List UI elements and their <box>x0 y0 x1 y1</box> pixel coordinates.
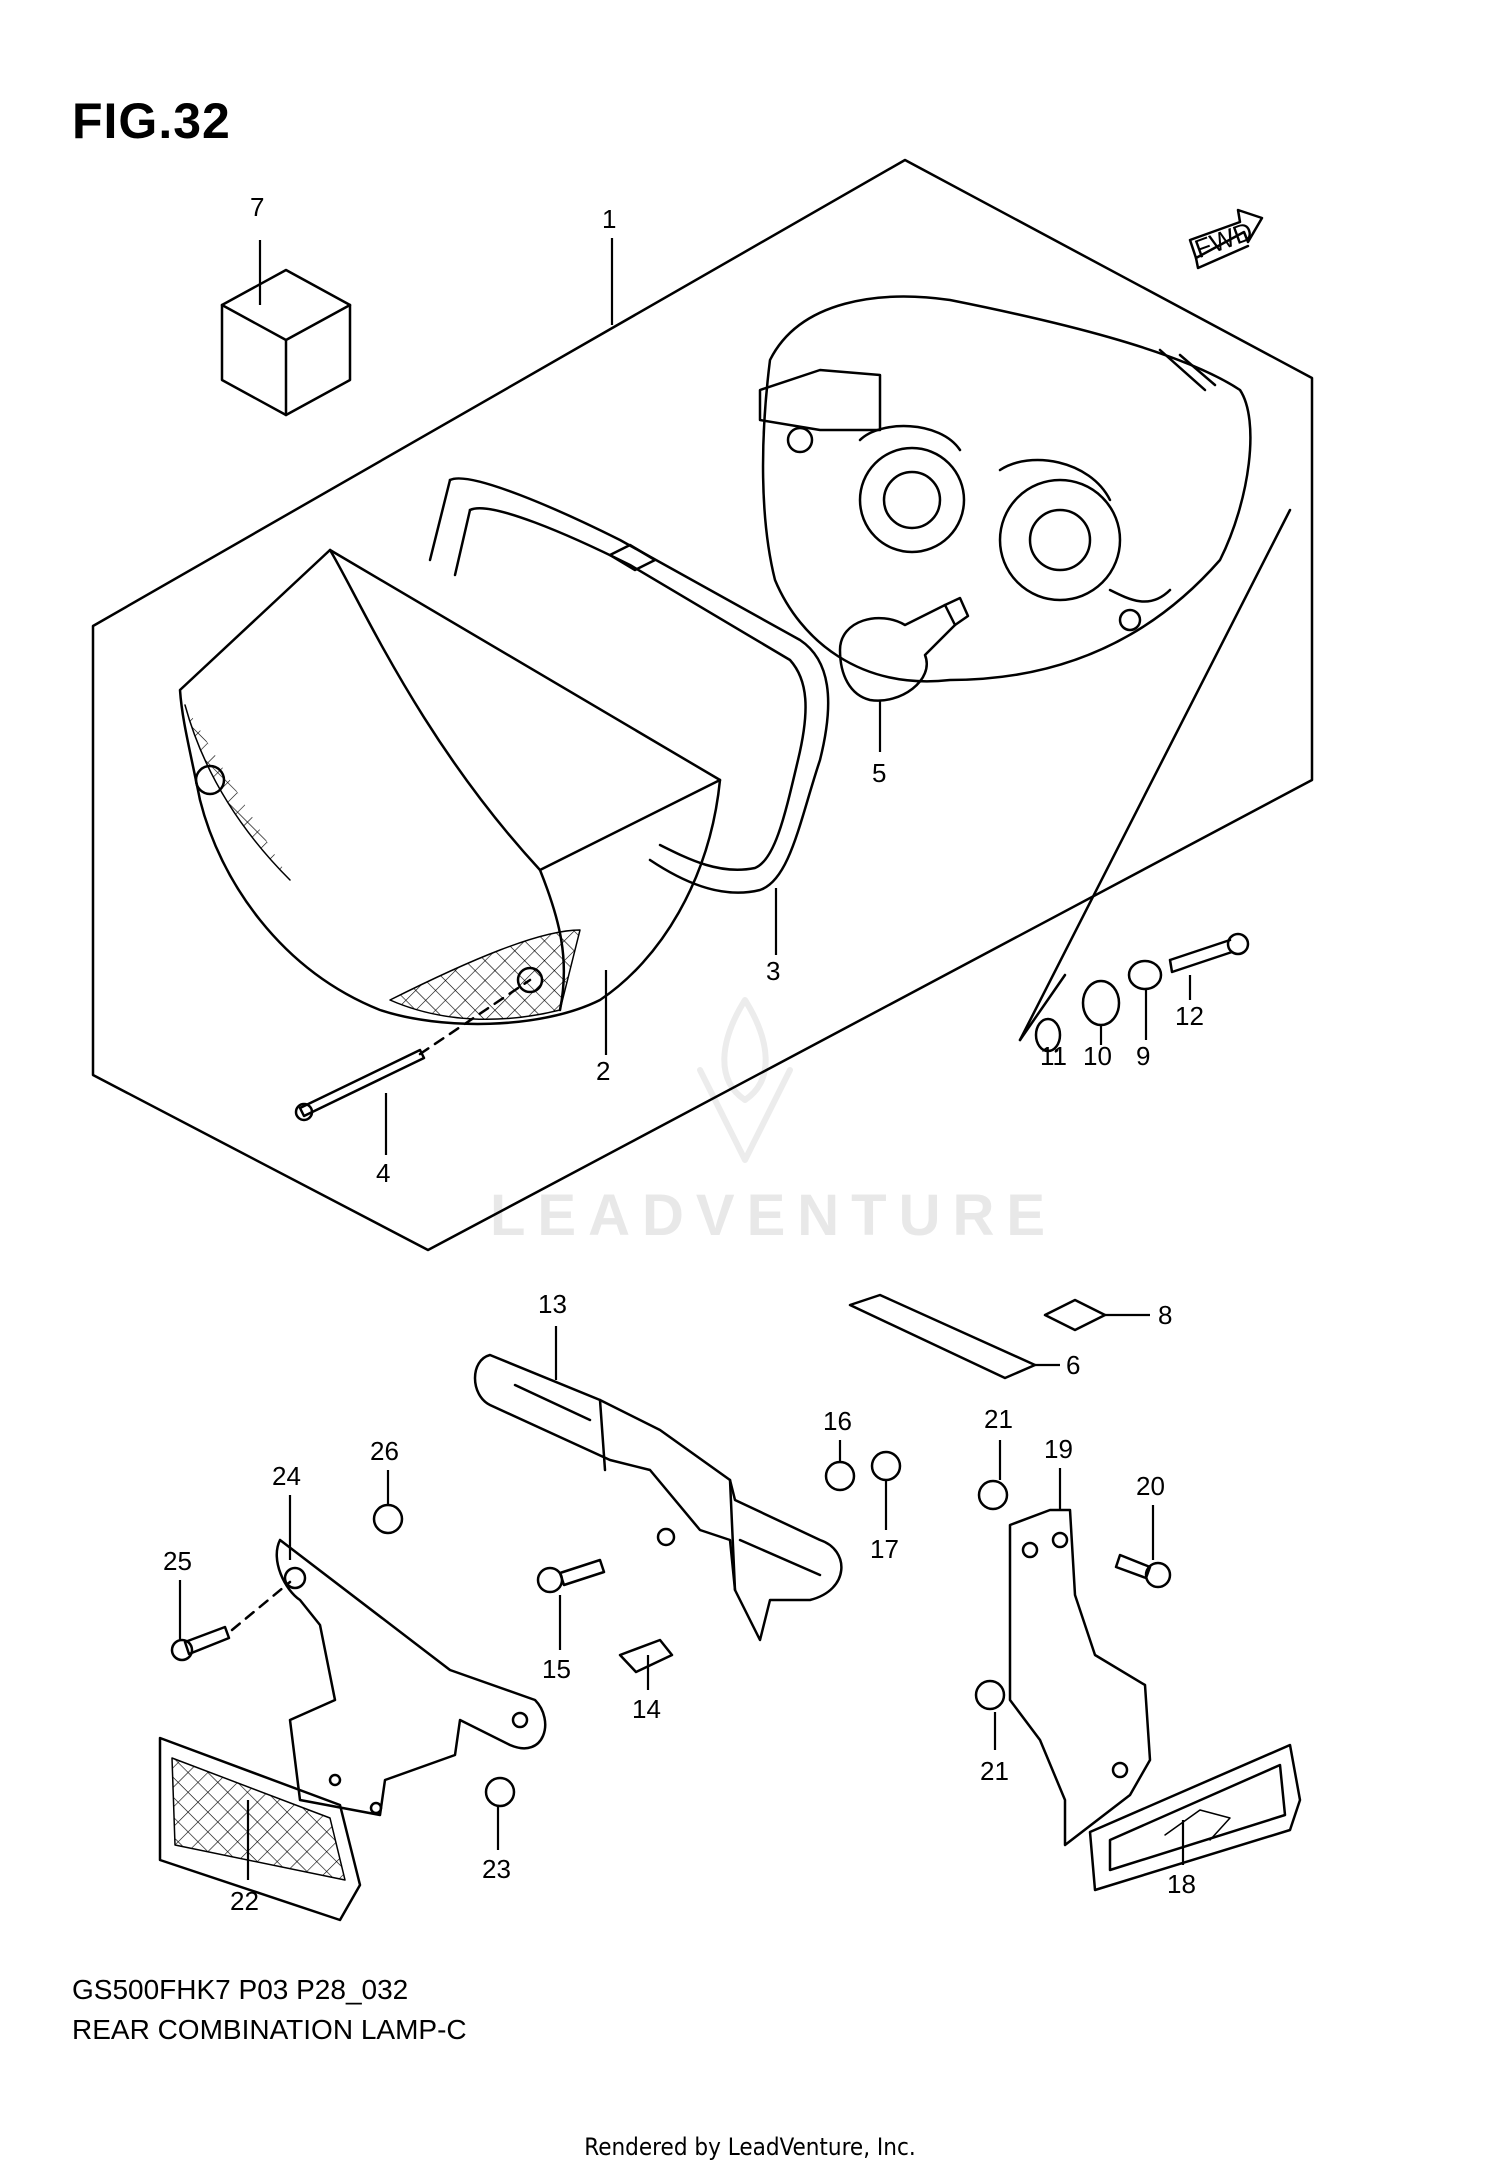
assembly-outline <box>91 158 1314 1252</box>
part-22-reflector <box>158 1736 362 1922</box>
part-13-bracket <box>473 1353 843 1642</box>
part-25-screw <box>170 1580 292 1662</box>
part-17-nut <box>870 1450 902 1482</box>
model-code: GS500FHK7 P03 P28_032 <box>72 1974 409 2005</box>
callout-21b: 21 <box>980 1756 1009 1786</box>
part-15-bolt <box>536 1558 606 1594</box>
figure-title: FIG.32 <box>72 93 231 149</box>
callout-11: 11 <box>1040 1041 1067 1071</box>
callout-23: 23 <box>482 1854 511 1884</box>
part-21b-nut <box>974 1679 1006 1711</box>
callout-7: 7 <box>250 192 264 222</box>
part-3-gasket <box>428 477 830 894</box>
callout-9: 9 <box>1136 1041 1150 1071</box>
part-6-strip <box>848 1293 1037 1380</box>
callout-12: 12 <box>1175 1001 1204 1031</box>
callout-8: 8 <box>1158 1300 1172 1330</box>
part-24-bracket <box>275 1538 547 1817</box>
callout-14: 14 <box>632 1694 661 1724</box>
part-19-bracket <box>1008 1508 1152 1847</box>
render-credit: Rendered by LeadVenture, Inc. <box>584 2133 916 2161</box>
callout-13: 13 <box>538 1289 567 1319</box>
part-8-pad <box>1043 1298 1107 1332</box>
callout-20: 20 <box>1136 1471 1165 1501</box>
callout-2: 2 <box>596 1056 610 1086</box>
part-1-lamp-housing <box>758 295 1252 683</box>
part-26-nut <box>372 1503 404 1535</box>
part-23-nut <box>484 1776 516 1808</box>
callout-5: 5 <box>872 758 886 788</box>
part-14-grommet <box>618 1638 674 1674</box>
callout-21a: 21 <box>984 1404 1013 1434</box>
callout-15: 15 <box>542 1654 571 1684</box>
callout-24: 24 <box>272 1461 301 1491</box>
callout-1: 1 <box>602 204 616 234</box>
watermark-logo <box>697 997 793 1163</box>
section-name: REAR COMBINATION LAMP-C <box>72 2014 467 2045</box>
callout-19: 19 <box>1044 1434 1073 1464</box>
callout-17: 17 <box>870 1534 899 1564</box>
part-4-screw <box>294 978 532 1122</box>
part-5-bulb <box>838 596 970 702</box>
callout-26: 26 <box>370 1436 399 1466</box>
callout-10: 10 <box>1083 1041 1112 1071</box>
part-20-screw <box>1114 1553 1172 1589</box>
callout-25: 25 <box>163 1546 192 1576</box>
watermark-text: LEADVENTURE <box>490 1183 1058 1248</box>
leader-lines <box>178 238 1192 1880</box>
fwd-arrow-icon <box>1188 208 1264 270</box>
callout-6: 6 <box>1066 1350 1080 1380</box>
callout-3: 3 <box>766 956 780 986</box>
callout-4: 4 <box>376 1158 390 1188</box>
callout-18: 18 <box>1167 1869 1196 1899</box>
fastener-group <box>1018 508 1292 1053</box>
part-7-cube <box>220 268 352 417</box>
part-2-lens <box>178 548 722 1026</box>
callout-22: 22 <box>230 1886 259 1916</box>
callout-16: 16 <box>823 1406 852 1436</box>
part-16-washer <box>824 1460 856 1492</box>
part-21a-nut <box>977 1479 1009 1511</box>
